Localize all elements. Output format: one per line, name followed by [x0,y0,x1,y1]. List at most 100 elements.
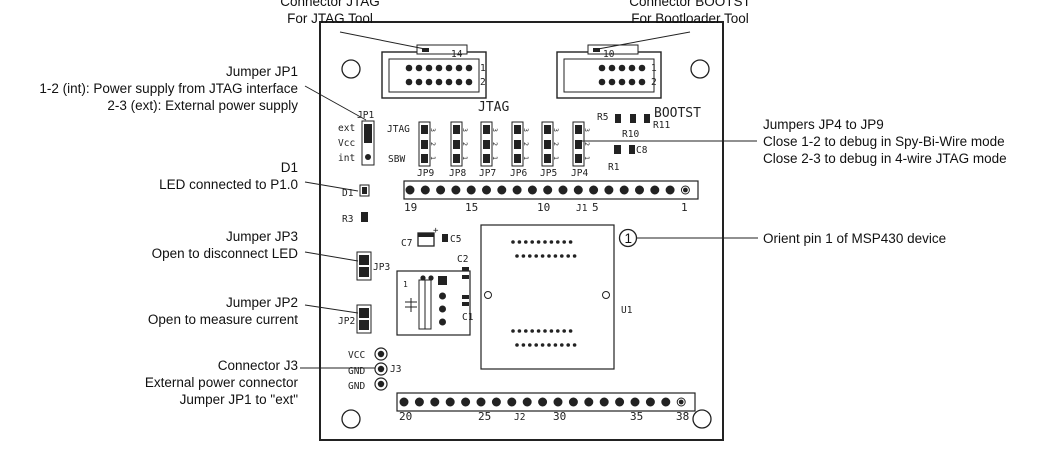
mounting-hole-bottom-right [692,409,712,429]
u1-pin [521,254,526,258]
jp3-callout-title: Jumper JP3 [226,229,298,244]
jp4-jp9-callout-line2: Close 2-3 to debug in 4-wire JTAG mode [763,151,1007,166]
j2-pin [661,397,671,407]
u1-pin [528,343,532,347]
u1-pin [530,240,534,244]
jtag-pin [455,78,463,86]
r10-part [630,114,636,123]
c1-label: C1 [462,312,474,323]
pin1-mark-number: 1 [625,231,633,246]
jp1-silk-label: JP1 [357,110,374,121]
bootst-pin-count: 10 [603,49,615,60]
u1-silk-label: U1 [621,305,633,316]
c1-part [462,295,469,299]
r1-label: R1 [608,162,620,173]
mounting-hole-top-left [341,59,361,79]
u1-pin [549,240,554,244]
u1-pin [534,343,538,347]
u1-pin [524,240,528,244]
u1-pin [511,240,515,244]
jumper-pin-number: 3 [461,128,469,132]
jtag-pin [445,78,453,86]
j2-pin [645,397,655,407]
j3-vcc-label: VCC [348,350,365,361]
r10-label: R10 [622,129,639,140]
jp2-callout-title: Jumper JP2 [226,295,298,310]
jtag-pin [415,78,423,86]
j2-pin-number: 30 [553,410,566,423]
jumper-pin-number: 2 [461,142,469,146]
bootst-connector [556,44,662,99]
bootst-pin [608,78,616,86]
jumper-pin-number: 2 [429,142,437,146]
jtag-pin-grid [405,64,473,86]
j2-pin [476,397,486,407]
jumper-label-jp7: JP7 [479,168,496,179]
jumper-pin-number: 2 [552,142,560,146]
bootst-pin-1-label: 1 [651,63,657,74]
jtag-silk-label: JTAG [478,100,509,115]
jtag-pin [435,78,443,86]
j2-pin-number: 35 [630,410,643,423]
bootst-pin [608,64,616,72]
bootst-pin-grid [598,64,646,86]
u1-pin [553,343,558,347]
c5-label: C5 [450,234,461,245]
jumper-pin-number: 3 [491,128,499,132]
j2-pin-number: 25 [478,410,491,423]
bootst-silk-label: BOOTST [654,106,701,121]
u1-pin [530,329,534,333]
jumper-pin-number: 3 [583,128,591,132]
j1-pin [497,185,507,195]
u1-pin [560,254,564,258]
d1-callout-desc: LED connected to P1.0 [159,177,298,192]
j2-pin [491,397,501,407]
u1-pin [528,254,532,258]
u1-pin [568,329,573,333]
j1-pins [405,185,690,195]
j1-pin [573,185,583,195]
jumper-label-jp6: JP6 [510,168,527,179]
u1-pin [524,329,528,333]
j2-pin [630,397,640,407]
jp1-callout-line2: 2-3 (ext): External power supply [107,98,298,113]
r1-part [614,145,621,154]
jp4-jp9-callout-line1: Close 1-2 to debug in Spy-Bi-Wire mode [763,134,1005,149]
jp2-callout-desc: Open to measure current [148,312,298,327]
j2-pins [399,397,686,407]
u1-pin [553,254,558,258]
jtag-pin [465,64,473,72]
j1-pin [436,185,446,195]
bootst-pin [598,78,606,86]
r11-part [644,114,650,123]
jtag-pin [415,64,423,72]
jtag-pin [465,78,473,86]
j2-pin [584,397,594,407]
u1-pin [517,240,522,244]
subboard-pin-1-label: 1 [403,280,408,289]
jtag-pin [405,64,413,72]
j1-pin [405,185,415,195]
j1-silk-label: J1 [576,203,588,214]
jp1-vcc-label: Vcc [338,138,355,149]
j2-pin [507,397,517,407]
leader-lines [300,31,758,369]
jp3-silk-label: JP3 [373,262,390,273]
jtag-pin [425,78,433,86]
jtag-pin [425,64,433,72]
jp1-callout-line1: 1-2 (int): Power supply from JTAG interf… [39,81,298,96]
jumper-label-jp4: JP4 [571,168,588,179]
u1-pin-rows [511,240,577,347]
j1-pin [635,185,644,195]
u1-pin [534,254,538,258]
jumper-label-jp8: JP8 [449,168,466,179]
j3-callout-line2: Jumper JP1 to "ext" [180,392,299,407]
j1-pin-number: 5 [592,201,599,214]
jumper-pin-number: 3 [429,128,437,132]
u1-pin [556,329,560,333]
u1-pin [547,343,551,347]
j1-header-outline [403,180,699,200]
